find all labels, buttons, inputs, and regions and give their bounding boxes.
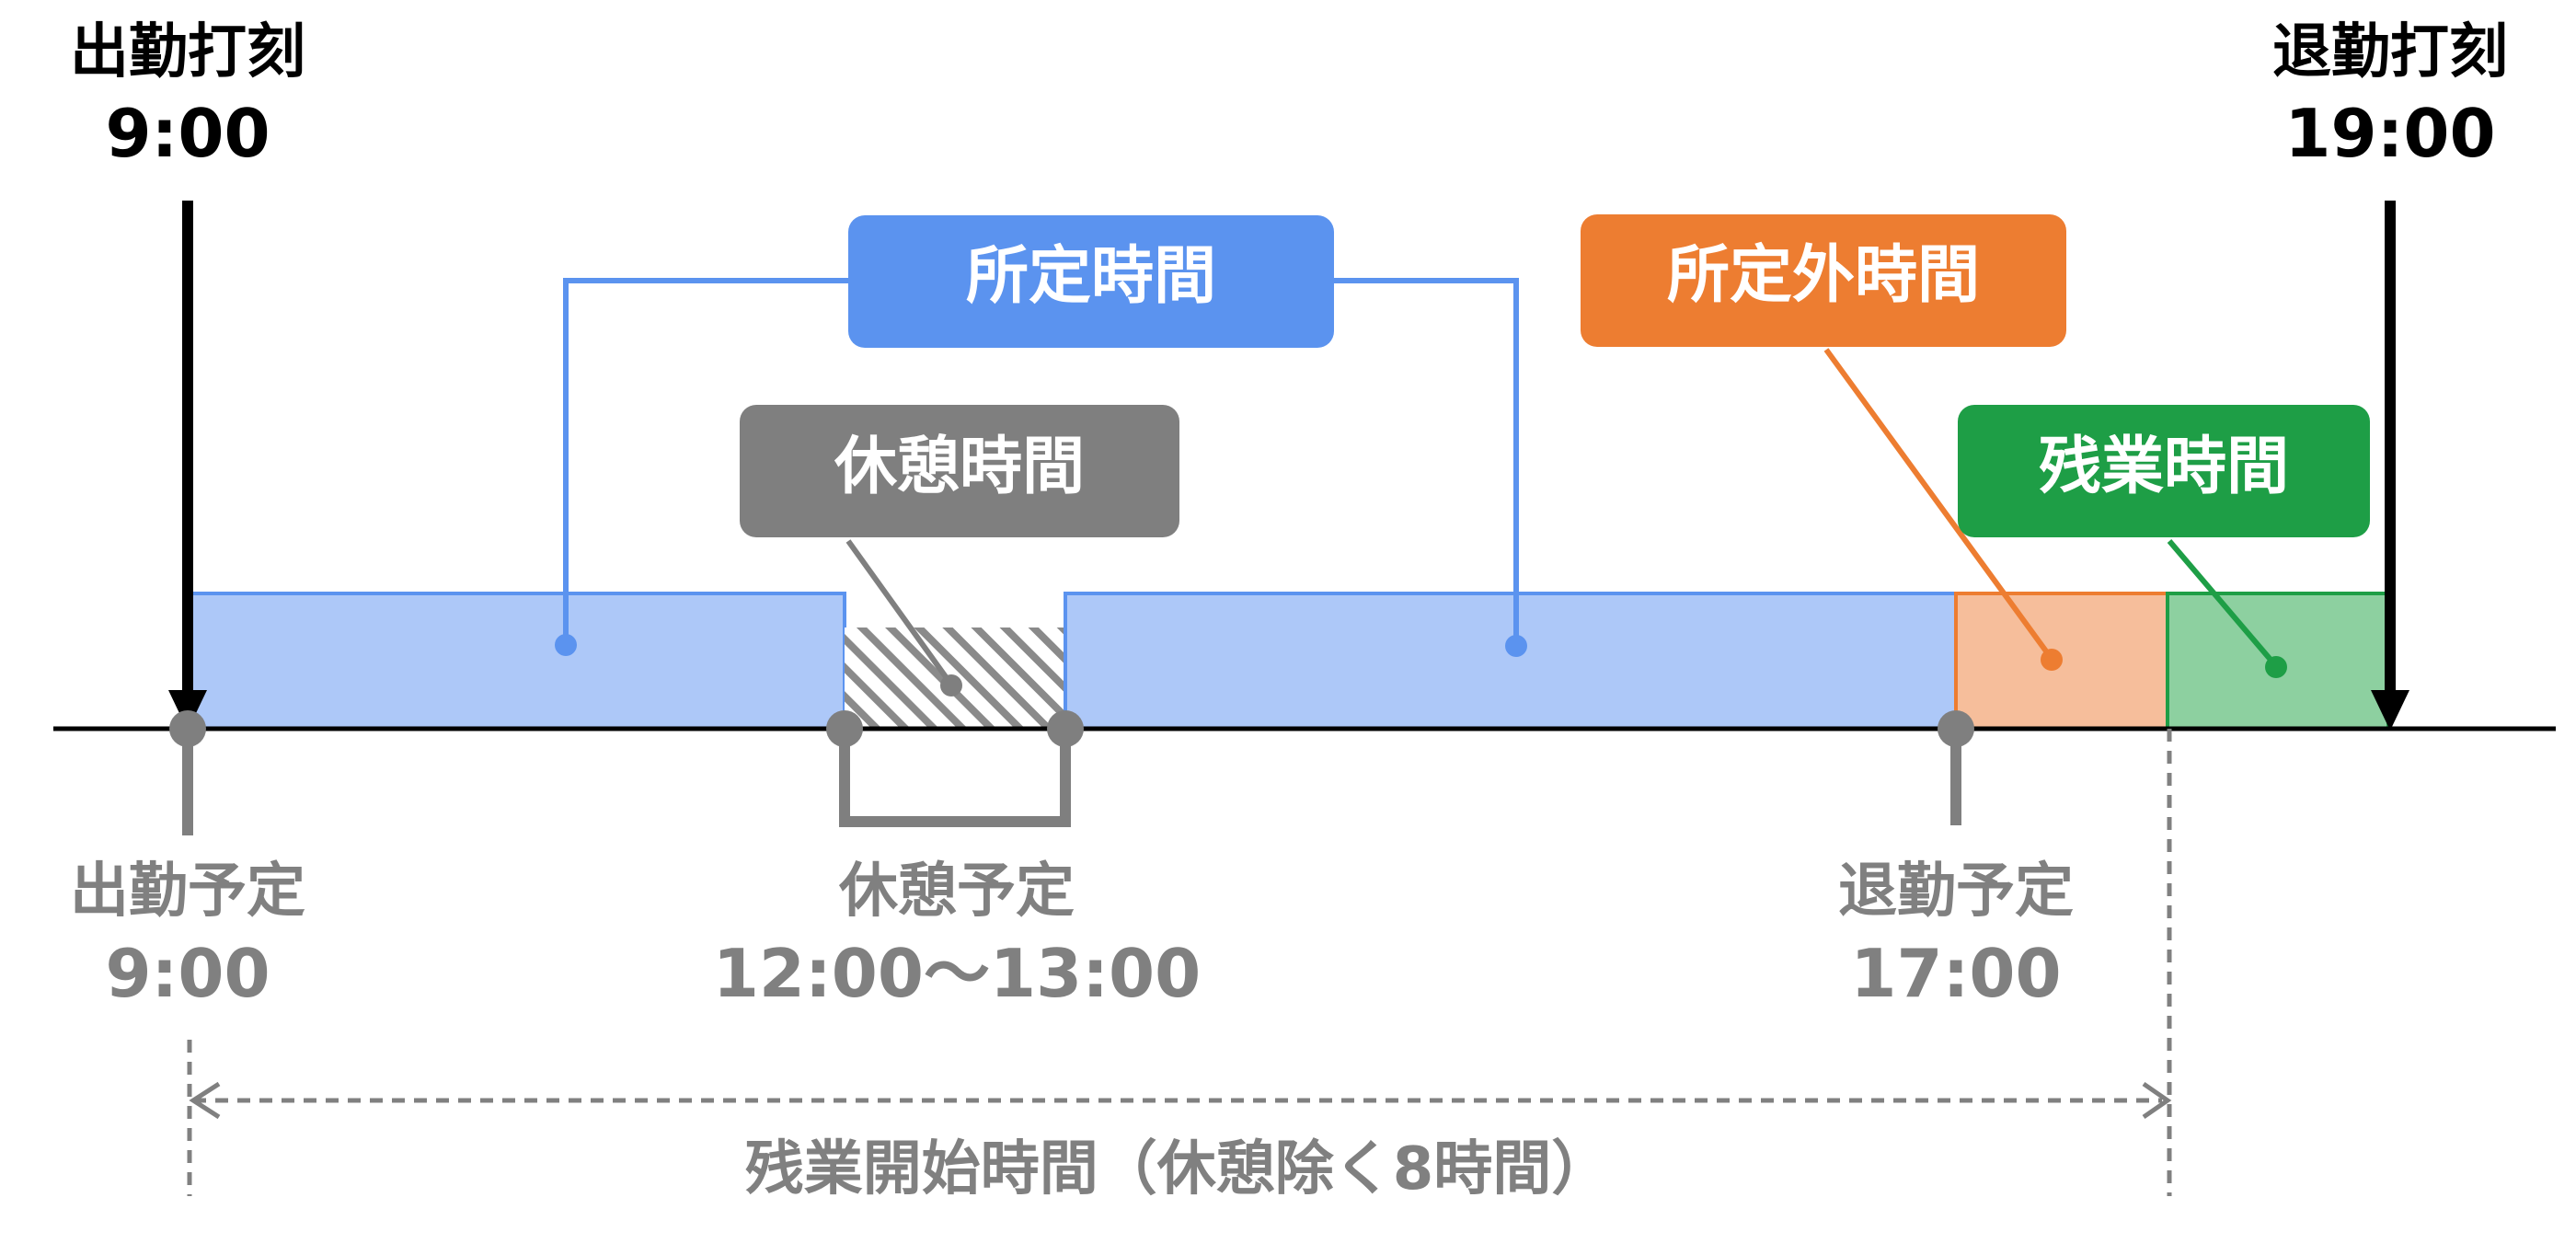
clock-out-label: 退勤打刻 bbox=[2272, 18, 2508, 86]
break-callout-label: 休憩時間 bbox=[834, 431, 1085, 503]
scheduled-dot-left bbox=[555, 634, 577, 656]
non-scheduled-dot bbox=[2041, 649, 2063, 671]
clock-in-time: 9:00 bbox=[105, 95, 270, 172]
scheduled-bracket-left bbox=[563, 278, 851, 644]
overtime-leader bbox=[2167, 539, 2279, 668]
non-scheduled-callout-box bbox=[1581, 214, 2066, 347]
schedule-start-label: 出勤予定 bbox=[70, 858, 305, 926]
schedule-break-time: 12:00～13:00 bbox=[713, 935, 1201, 1012]
schedule-end-label: 退勤予定 bbox=[1838, 858, 2074, 926]
scheduled-bar-morning bbox=[190, 592, 846, 731]
schedule-end-marker bbox=[1938, 710, 1974, 747]
overtime-dot bbox=[2265, 656, 2287, 678]
overtime-start-span-arrow-right bbox=[2142, 1081, 2172, 1120]
schedule-start-time: 9:00 bbox=[105, 935, 270, 1012]
scheduled-callout-label: 所定時間 bbox=[966, 240, 1216, 313]
scheduled-callout-box bbox=[848, 215, 1334, 348]
schedule-break-start-marker bbox=[826, 710, 863, 747]
schedule-break-end-marker bbox=[1047, 710, 1084, 747]
non-scheduled-leader bbox=[1823, 348, 2054, 661]
break-dot bbox=[940, 674, 962, 697]
schedule-break-bracket bbox=[839, 729, 1071, 827]
clock-in-label: 出勤打刻 bbox=[70, 18, 305, 86]
overtime-start-label: 残業開始時間（休憩除く8時間） bbox=[745, 1135, 1611, 1203]
overtime-start-span-arrow-left bbox=[189, 1081, 221, 1120]
scheduled-bracket-right bbox=[1329, 278, 1519, 644]
clock-out-arrowhead bbox=[2371, 690, 2409, 731]
overtime-callout-box bbox=[1958, 405, 2370, 537]
clock-out-time: 19:00 bbox=[2284, 95, 2495, 172]
scheduled-bar-afternoon bbox=[1064, 592, 1958, 731]
overtime-callout-label: 残業時間 bbox=[2039, 431, 2289, 503]
break-callout-box bbox=[740, 405, 1179, 537]
scheduled-dot-right bbox=[1505, 635, 1527, 657]
schedule-break-label: 休憩予定 bbox=[838, 858, 1075, 926]
break-leader bbox=[845, 539, 954, 686]
non-scheduled-callout-label: 所定外時間 bbox=[1667, 239, 1980, 312]
schedule-start-marker bbox=[169, 710, 206, 747]
schedule-end-time: 17:00 bbox=[1850, 935, 2061, 1012]
